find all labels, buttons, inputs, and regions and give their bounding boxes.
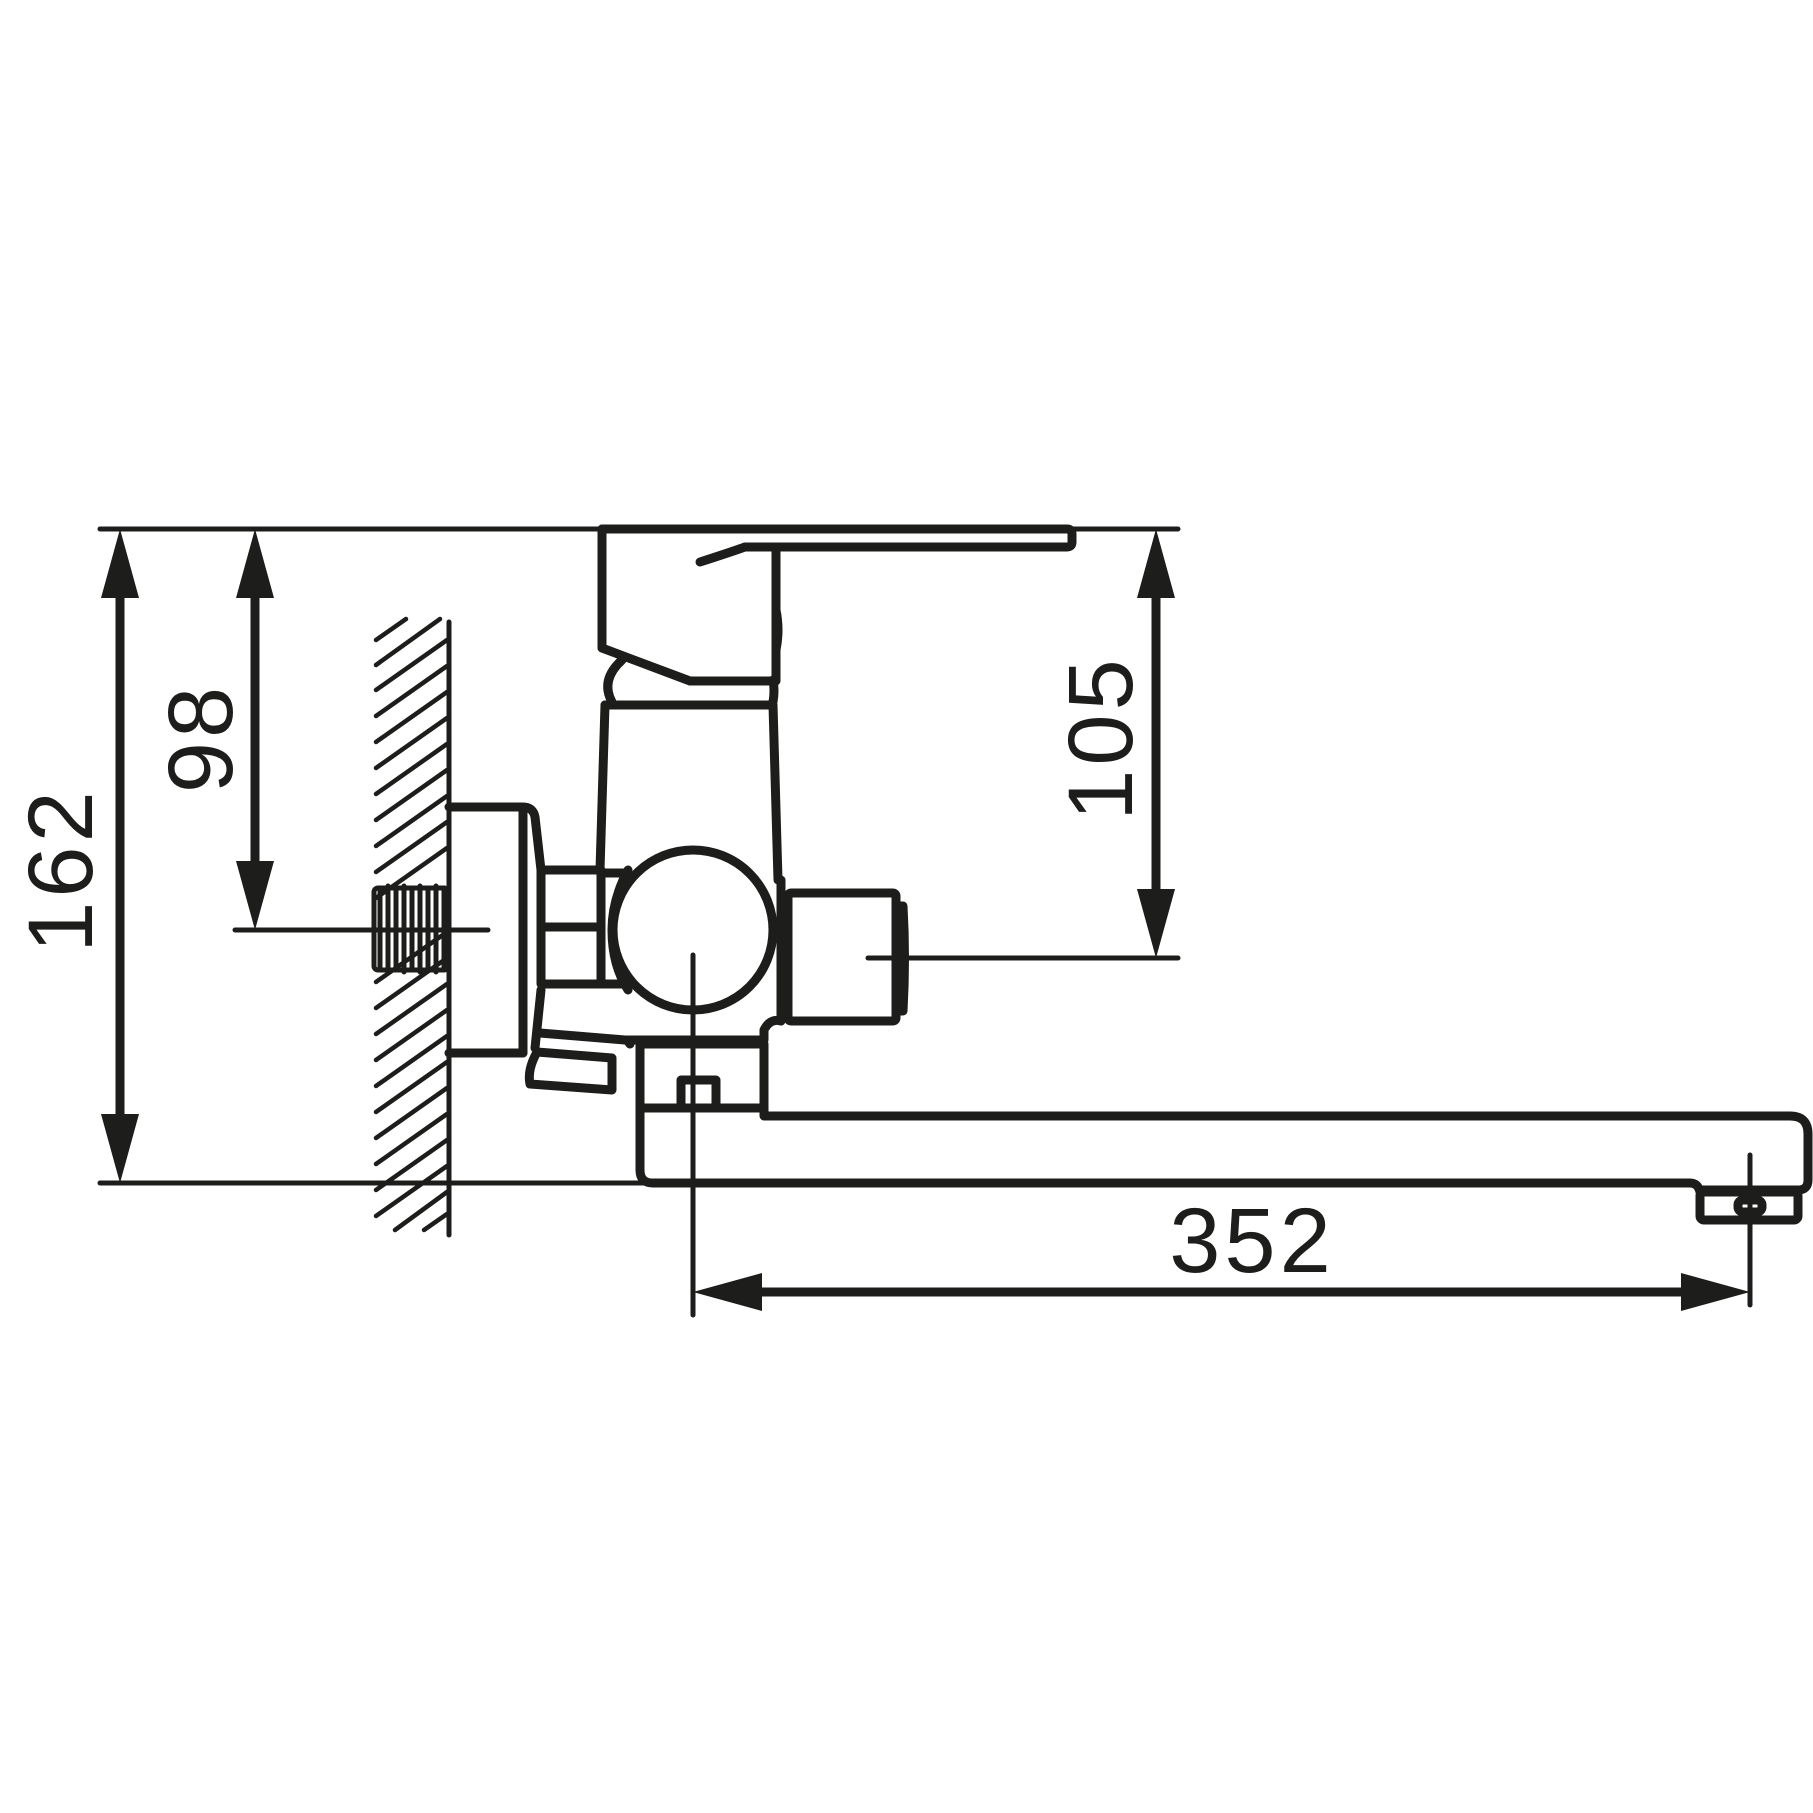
threaded-inlet	[371, 883, 451, 975]
dimension-label-105: 105	[1050, 655, 1152, 821]
arrowhead-down-icon	[236, 861, 274, 930]
arrowhead-left-icon	[693, 1273, 762, 1311]
arrowhead-up-icon	[101, 529, 139, 598]
mixer-dial	[607, 845, 778, 1015]
arrowhead-up-icon	[236, 529, 274, 598]
dimension-label-162: 162	[10, 787, 112, 953]
diverter-cap	[524, 1015, 786, 1095]
arrowhead-up-icon	[1137, 529, 1175, 598]
dimension-105: 105	[1050, 529, 1175, 958]
outlet-stub	[776, 875, 909, 1026]
arrowhead-down-icon	[1137, 889, 1175, 958]
arrowhead-right-icon	[1681, 1273, 1750, 1311]
spout	[635, 1103, 1813, 1225]
spout-swivel	[635, 1039, 769, 1113]
extension-lines	[97, 526, 1753, 1318]
arrowhead-down-icon	[101, 1114, 139, 1183]
lever-handle	[597, 524, 1077, 686]
dimension-label-352: 352	[1169, 1190, 1335, 1292]
wall-flange	[444, 802, 546, 1058]
dimension-98: 98	[150, 529, 274, 930]
mixer-body	[595, 655, 783, 885]
dimension-162: 162	[10, 529, 139, 1183]
dimension-352: 352	[693, 1190, 1750, 1311]
dimension-label-98: 98	[150, 683, 252, 793]
